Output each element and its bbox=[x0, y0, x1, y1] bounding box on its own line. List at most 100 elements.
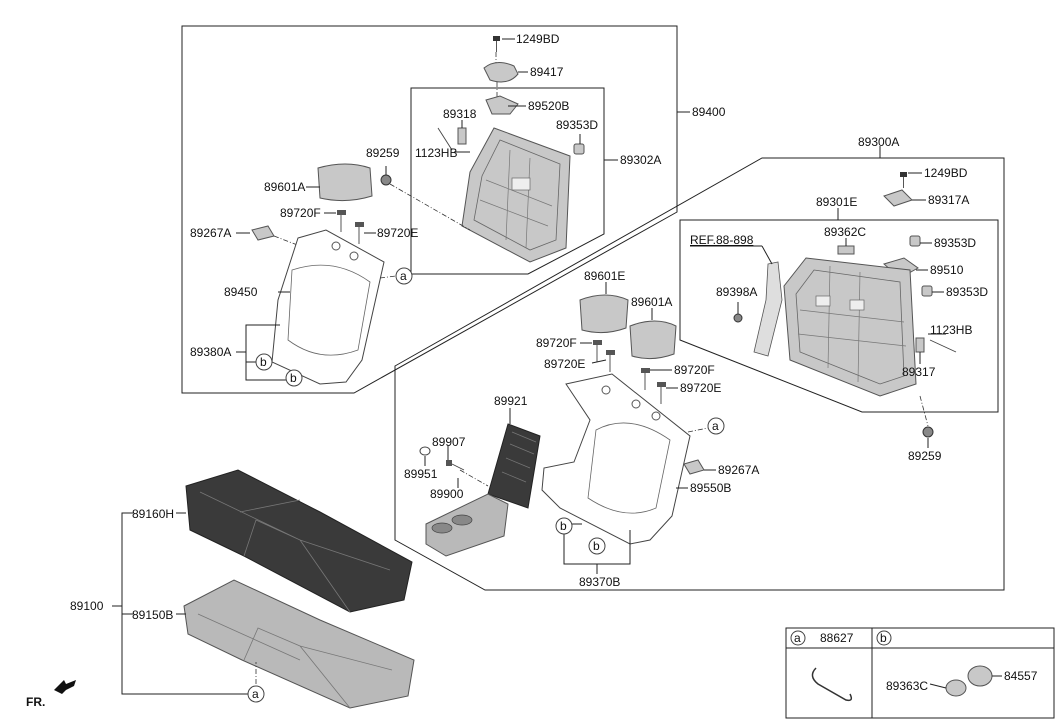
front-indicator: FR. bbox=[26, 695, 45, 709]
cushion-frame-89150B bbox=[183, 579, 415, 709]
seatback-cover-89370B bbox=[541, 373, 691, 545]
label-89601A-right: 89601A bbox=[631, 295, 672, 309]
bolt-1249BD-upper bbox=[493, 36, 500, 52]
guide-89720F-right-2 bbox=[641, 368, 650, 390]
callout-b-upper-1 bbox=[255, 353, 273, 371]
label-89362C: 89362C bbox=[824, 225, 866, 239]
label-89259-upper: 89259 bbox=[366, 146, 400, 160]
bolt-1249BD-right bbox=[900, 172, 907, 188]
seatbelt-ref-88-898 bbox=[753, 261, 783, 357]
legend-box: a 88627 b bbox=[785, 627, 1055, 719]
headrest-89601A-right bbox=[629, 320, 677, 360]
frame-89300A bbox=[394, 157, 1005, 591]
label-89720E-right-2: 89720E bbox=[680, 381, 721, 395]
label-89398A: 89398A bbox=[716, 285, 757, 299]
guide-89720F-upper bbox=[337, 210, 346, 232]
label-89353D-upper: 89353D bbox=[556, 118, 598, 132]
clip-84557 bbox=[967, 665, 993, 687]
label-89370B: 89370B bbox=[579, 575, 620, 589]
callout-a-upper bbox=[395, 267, 413, 285]
label-89900: 89900 bbox=[430, 487, 464, 501]
svg-text:88627: 88627 bbox=[820, 631, 854, 645]
seatback-frame-89301E bbox=[783, 257, 917, 397]
label-89601E: 89601E bbox=[584, 269, 625, 283]
label-89100: 89100 bbox=[70, 599, 104, 613]
guide-89720F-right-1 bbox=[593, 340, 602, 362]
bracket-89520B bbox=[485, 95, 519, 115]
wire-hook-88627 bbox=[811, 667, 853, 702]
label-89907: 89907 bbox=[432, 435, 466, 449]
label-89317: 89317 bbox=[902, 365, 936, 379]
label-89400: 89400 bbox=[692, 105, 726, 119]
grommet-89259-right bbox=[922, 426, 934, 438]
seatback-cover-89380A bbox=[271, 229, 385, 385]
label-84557: 84557 bbox=[1004, 669, 1038, 683]
guide-89720E-right-1 bbox=[606, 350, 615, 372]
armrest-89900 bbox=[425, 493, 509, 557]
label-89601A-upper: 89601A bbox=[264, 180, 305, 194]
armrest-panel-89921 bbox=[487, 423, 541, 509]
cushion-cover-89160H bbox=[185, 469, 413, 613]
bolt-89398A bbox=[733, 313, 743, 323]
callout-b-right-1 bbox=[555, 517, 573, 535]
bolt-89907 bbox=[446, 460, 465, 471]
label-1249BD-right: 1249BD bbox=[924, 166, 968, 180]
svg-text:a: a bbox=[794, 631, 801, 645]
label-89520B: 89520B bbox=[528, 99, 569, 113]
headrest-89601E bbox=[579, 294, 629, 334]
svg-text:b: b bbox=[593, 539, 600, 553]
front-arrow-icon bbox=[54, 680, 76, 694]
label-89450: 89450 bbox=[224, 285, 258, 299]
label-89301E: 89301E bbox=[816, 195, 857, 209]
frame-89400 bbox=[181, 25, 678, 394]
label-89720F-right-1: 89720F bbox=[536, 336, 577, 350]
label-89353D-right-top: 89353D bbox=[934, 236, 976, 250]
headrest-89601A-upper bbox=[317, 163, 373, 202]
svg-text:a: a bbox=[400, 269, 407, 283]
label-89150B: 89150B bbox=[132, 608, 173, 622]
label-89317A: 89317A bbox=[928, 193, 969, 207]
hinge-89317 bbox=[915, 337, 925, 353]
guide-89720E-upper bbox=[355, 222, 364, 244]
label-89720E-right-1: 89720E bbox=[544, 357, 585, 371]
pad-89362C bbox=[837, 245, 855, 255]
svg-text:b: b bbox=[880, 631, 887, 645]
label-89720F-right-2: 89720F bbox=[674, 363, 715, 377]
callout-a-right bbox=[707, 417, 725, 435]
label-89302A: 89302A bbox=[620, 153, 661, 167]
svg-text:b: b bbox=[560, 519, 567, 533]
frame-89301E bbox=[679, 219, 999, 413]
clip-89267A-upper bbox=[251, 225, 275, 241]
clip-89353D-right-bottom bbox=[921, 285, 933, 297]
label-89353D-right-bottom: 89353D bbox=[946, 285, 988, 299]
label-89921: 89921 bbox=[494, 394, 528, 408]
svg-text:b: b bbox=[260, 355, 267, 369]
seatback-frame-89302A bbox=[461, 127, 571, 263]
label-89380A: 89380A bbox=[190, 345, 231, 359]
label-89300A: 89300A bbox=[858, 135, 899, 149]
clip-89267A-right bbox=[683, 459, 705, 475]
label-89267A-right: 89267A bbox=[718, 463, 759, 477]
cover-89417 bbox=[483, 62, 519, 83]
label-89951: 89951 bbox=[404, 467, 438, 481]
svg-text:b: b bbox=[290, 371, 297, 385]
svg-text:a: a bbox=[252, 687, 259, 701]
label-1249BD-upper: 1249BD bbox=[516, 32, 560, 46]
hinge-89318 bbox=[457, 127, 467, 145]
callout-b-upper-2 bbox=[285, 369, 303, 387]
label-ref-88-898: REF.88-898 bbox=[690, 233, 754, 247]
washer-89951 bbox=[419, 446, 431, 456]
label-89417: 89417 bbox=[530, 65, 564, 79]
callout-b-right-2 bbox=[588, 537, 606, 555]
bracket-89317A bbox=[883, 189, 913, 207]
label-89510: 89510 bbox=[930, 263, 964, 277]
grommet-89259-upper bbox=[380, 174, 392, 186]
label-1123HB-right: 1123HB bbox=[930, 323, 972, 337]
frame-89302A bbox=[410, 87, 605, 275]
label-89318: 89318 bbox=[443, 107, 477, 121]
label-1123HB-upper: 1123HB bbox=[415, 146, 457, 160]
svg-text:a: a bbox=[712, 419, 719, 433]
label-89259-right: 89259 bbox=[908, 449, 942, 463]
guide-89720E-right-2 bbox=[657, 382, 666, 404]
